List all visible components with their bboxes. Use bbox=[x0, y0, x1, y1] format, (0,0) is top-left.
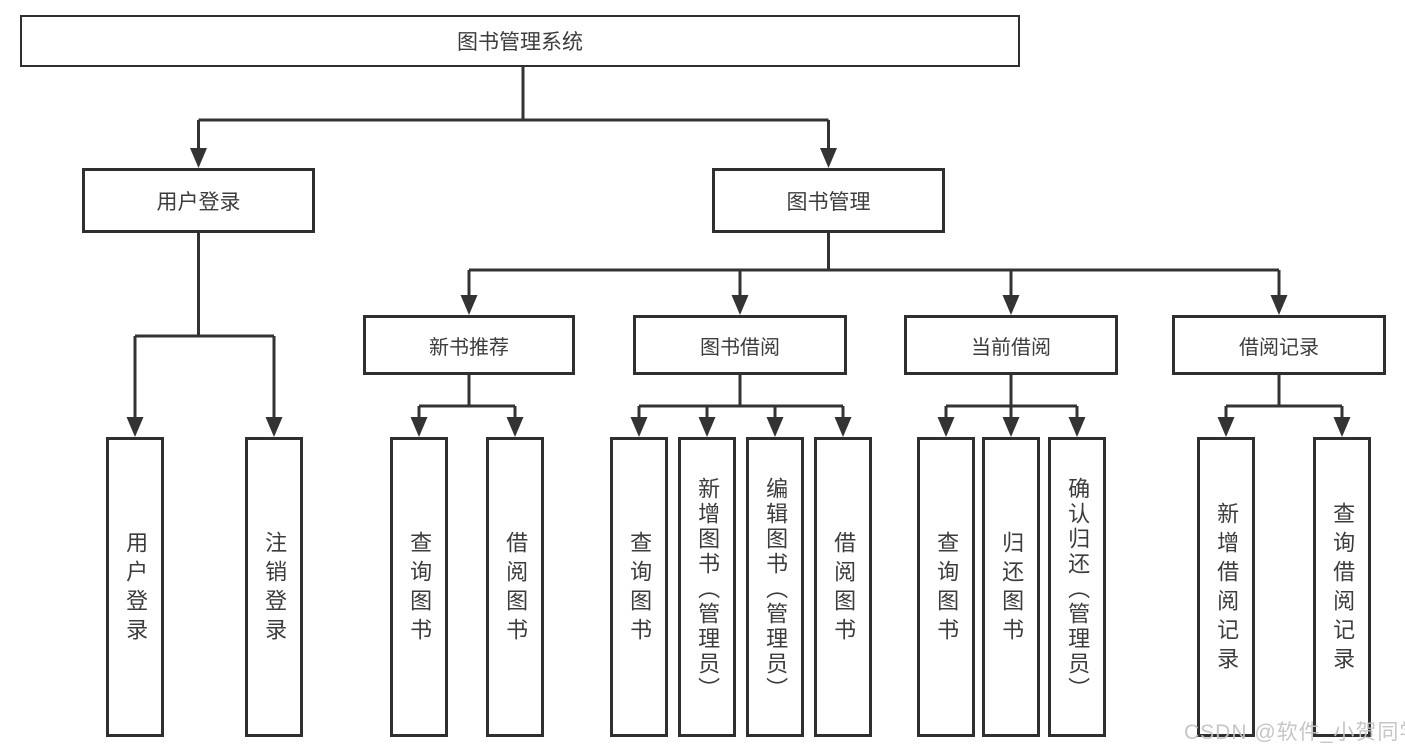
node-leaf-query-books-3: 查询图书 bbox=[917, 437, 975, 737]
node-current-borrowing: 当前借阅 bbox=[904, 315, 1118, 375]
connector-root-to-level2 bbox=[190, 67, 837, 168]
node-leaf-return-books: 归还图书 bbox=[982, 437, 1040, 737]
node-new-book-recommend: 新书推荐 bbox=[363, 315, 575, 375]
node-leaf-edit-books-admin: 编辑图书（管理员） bbox=[746, 437, 804, 737]
node-leaf-logout: 注销登录 bbox=[245, 437, 303, 737]
connector-borrow-to-leaves bbox=[630, 375, 852, 437]
node-book-borrowing: 图书借阅 bbox=[633, 315, 847, 375]
node-borrowing-records: 借阅记录 bbox=[1172, 315, 1386, 375]
node-leaf-query-books-1: 查询图书 bbox=[390, 437, 448, 737]
node-leaf-query-books-2: 查询图书 bbox=[610, 437, 668, 737]
connector-userlogin-to-leaves bbox=[126, 233, 283, 437]
node-leaf-add-borrow-record: 新增借阅记录 bbox=[1197, 437, 1255, 737]
node-leaf-add-books-admin: 新增图书（管理员） bbox=[678, 437, 736, 737]
node-leaf-borrow-books-2: 借阅图书 bbox=[814, 437, 872, 737]
connector-bookmgmt-to-level3 bbox=[460, 233, 1288, 315]
node-book-management: 图书管理 bbox=[712, 168, 945, 233]
connector-newbooks-to-leaves bbox=[410, 375, 524, 437]
connector-current-to-leaves bbox=[937, 375, 1086, 437]
node-leaf-query-borrow-record: 查询借阅记录 bbox=[1313, 437, 1371, 737]
node-leaf-confirm-return-admin: 确认归还（管理员） bbox=[1048, 437, 1106, 737]
connector-records-to-leaves bbox=[1217, 375, 1351, 437]
csdn-watermark: CSDN @软件_小贺同学 bbox=[1184, 721, 1405, 744]
node-user-login: 用户登录 bbox=[82, 168, 315, 233]
node-leaf-user-login: 用户登录 bbox=[106, 437, 164, 737]
node-leaf-borrow-books-1: 借阅图书 bbox=[486, 437, 544, 737]
node-library-management-system: 图书管理系统 bbox=[20, 15, 1020, 67]
